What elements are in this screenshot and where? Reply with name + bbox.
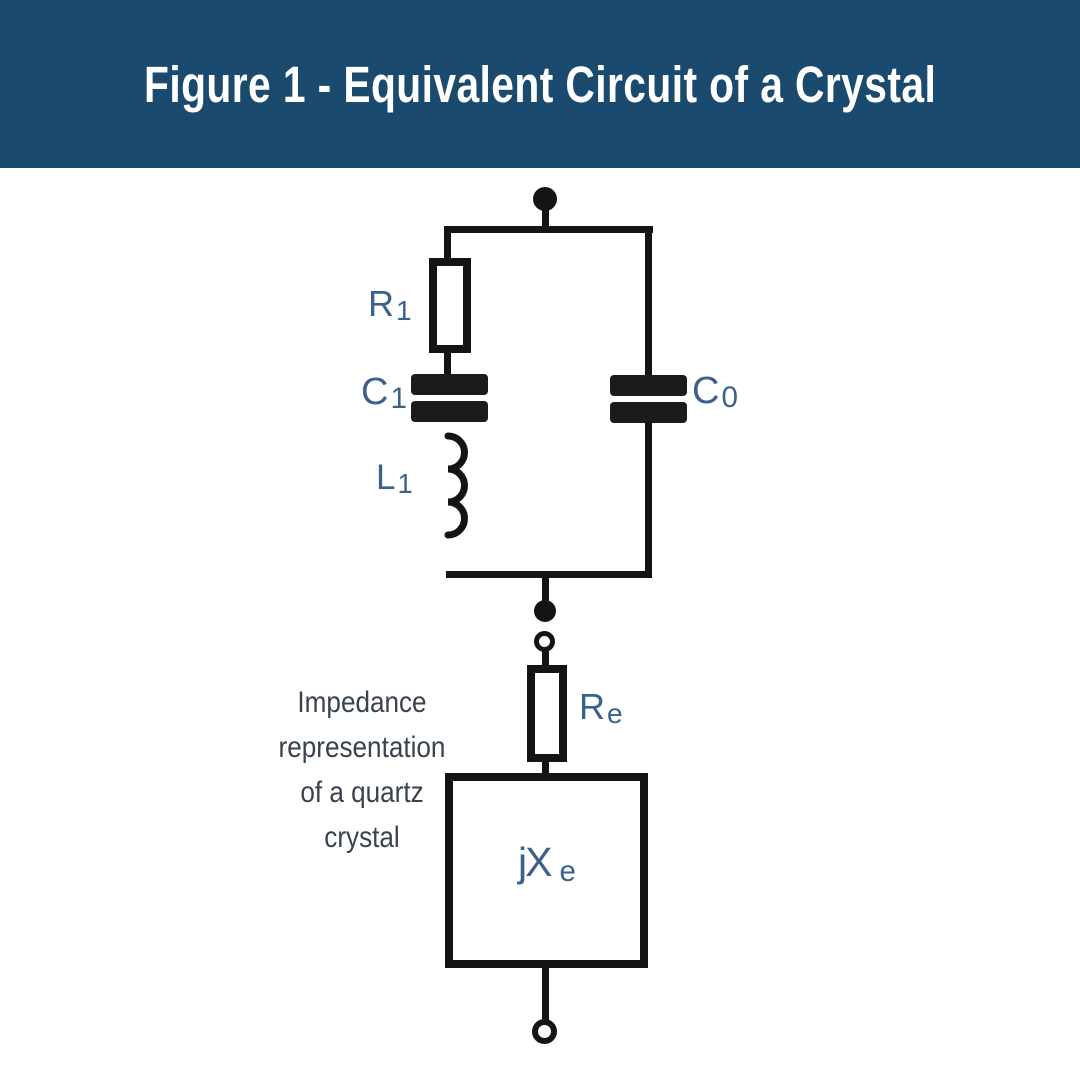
- impedance-annotation: Impedance representation of a quartz cry…: [258, 680, 467, 860]
- wire-right-lower: [645, 421, 652, 575]
- wire-re-lower-stub: [542, 760, 549, 775]
- capacitor-c1-plate-top: [411, 374, 488, 395]
- resistor-r1: [429, 258, 471, 353]
- label-r1: R1: [368, 283, 412, 325]
- capacitor-c0-plate-top: [610, 375, 687, 396]
- label-jxe-sub: e: [559, 855, 576, 889]
- annotation-line: of a quartz: [300, 776, 424, 809]
- reactance-box-jxe: [445, 773, 648, 968]
- wire-bottom-stub: [542, 966, 549, 1022]
- label-c0: C0: [692, 370, 738, 413]
- wire-right-upper: [645, 230, 652, 380]
- inductor-l1-coil-icon: [444, 432, 468, 539]
- wire-top-horizontal: [444, 226, 653, 233]
- label-re: Re: [579, 686, 623, 728]
- open-terminal-lower: [532, 1019, 557, 1044]
- wire-junction-stub: [542, 576, 549, 603]
- label-l1-sub: 1: [397, 468, 413, 500]
- label-c1: C1: [361, 371, 407, 414]
- capacitor-c1-plate-bottom: [411, 401, 488, 422]
- label-c1-sub: 1: [390, 382, 407, 416]
- label-re-sub: e: [607, 698, 623, 730]
- label-r1-sub: 1: [396, 295, 412, 327]
- label-r1-main: R: [368, 283, 394, 324]
- label-l1-main: L: [376, 458, 396, 497]
- annotation-line: representation: [278, 731, 446, 764]
- figure-title-banner: Figure 1 - Equivalent Circuit of a Cryst…: [0, 0, 1080, 168]
- bottom-junction-dot: [534, 600, 556, 622]
- label-c0-main: C: [692, 370, 720, 412]
- label-c0-sub: 0: [721, 381, 738, 415]
- annotation-line: crystal: [324, 821, 400, 854]
- label-l1: L1: [376, 458, 413, 497]
- wire-top-stub: [542, 197, 549, 233]
- label-c1-main: C: [361, 371, 389, 413]
- capacitor-c0-plate-bottom: [610, 402, 687, 423]
- figure-title: Figure 1 - Equivalent Circuit of a Cryst…: [143, 55, 937, 113]
- wire-left-upper: [444, 230, 451, 264]
- label-jxe-main: jX: [518, 839, 552, 885]
- label-re-main: R: [579, 686, 605, 727]
- annotation-line: Impedance: [297, 686, 427, 719]
- resistor-re: [527, 665, 567, 762]
- wire-bottom-horizontal: [446, 571, 652, 578]
- open-terminal-upper: [534, 631, 555, 652]
- wire-left-mid: [444, 349, 451, 378]
- wire-re-upper-stub: [542, 651, 549, 667]
